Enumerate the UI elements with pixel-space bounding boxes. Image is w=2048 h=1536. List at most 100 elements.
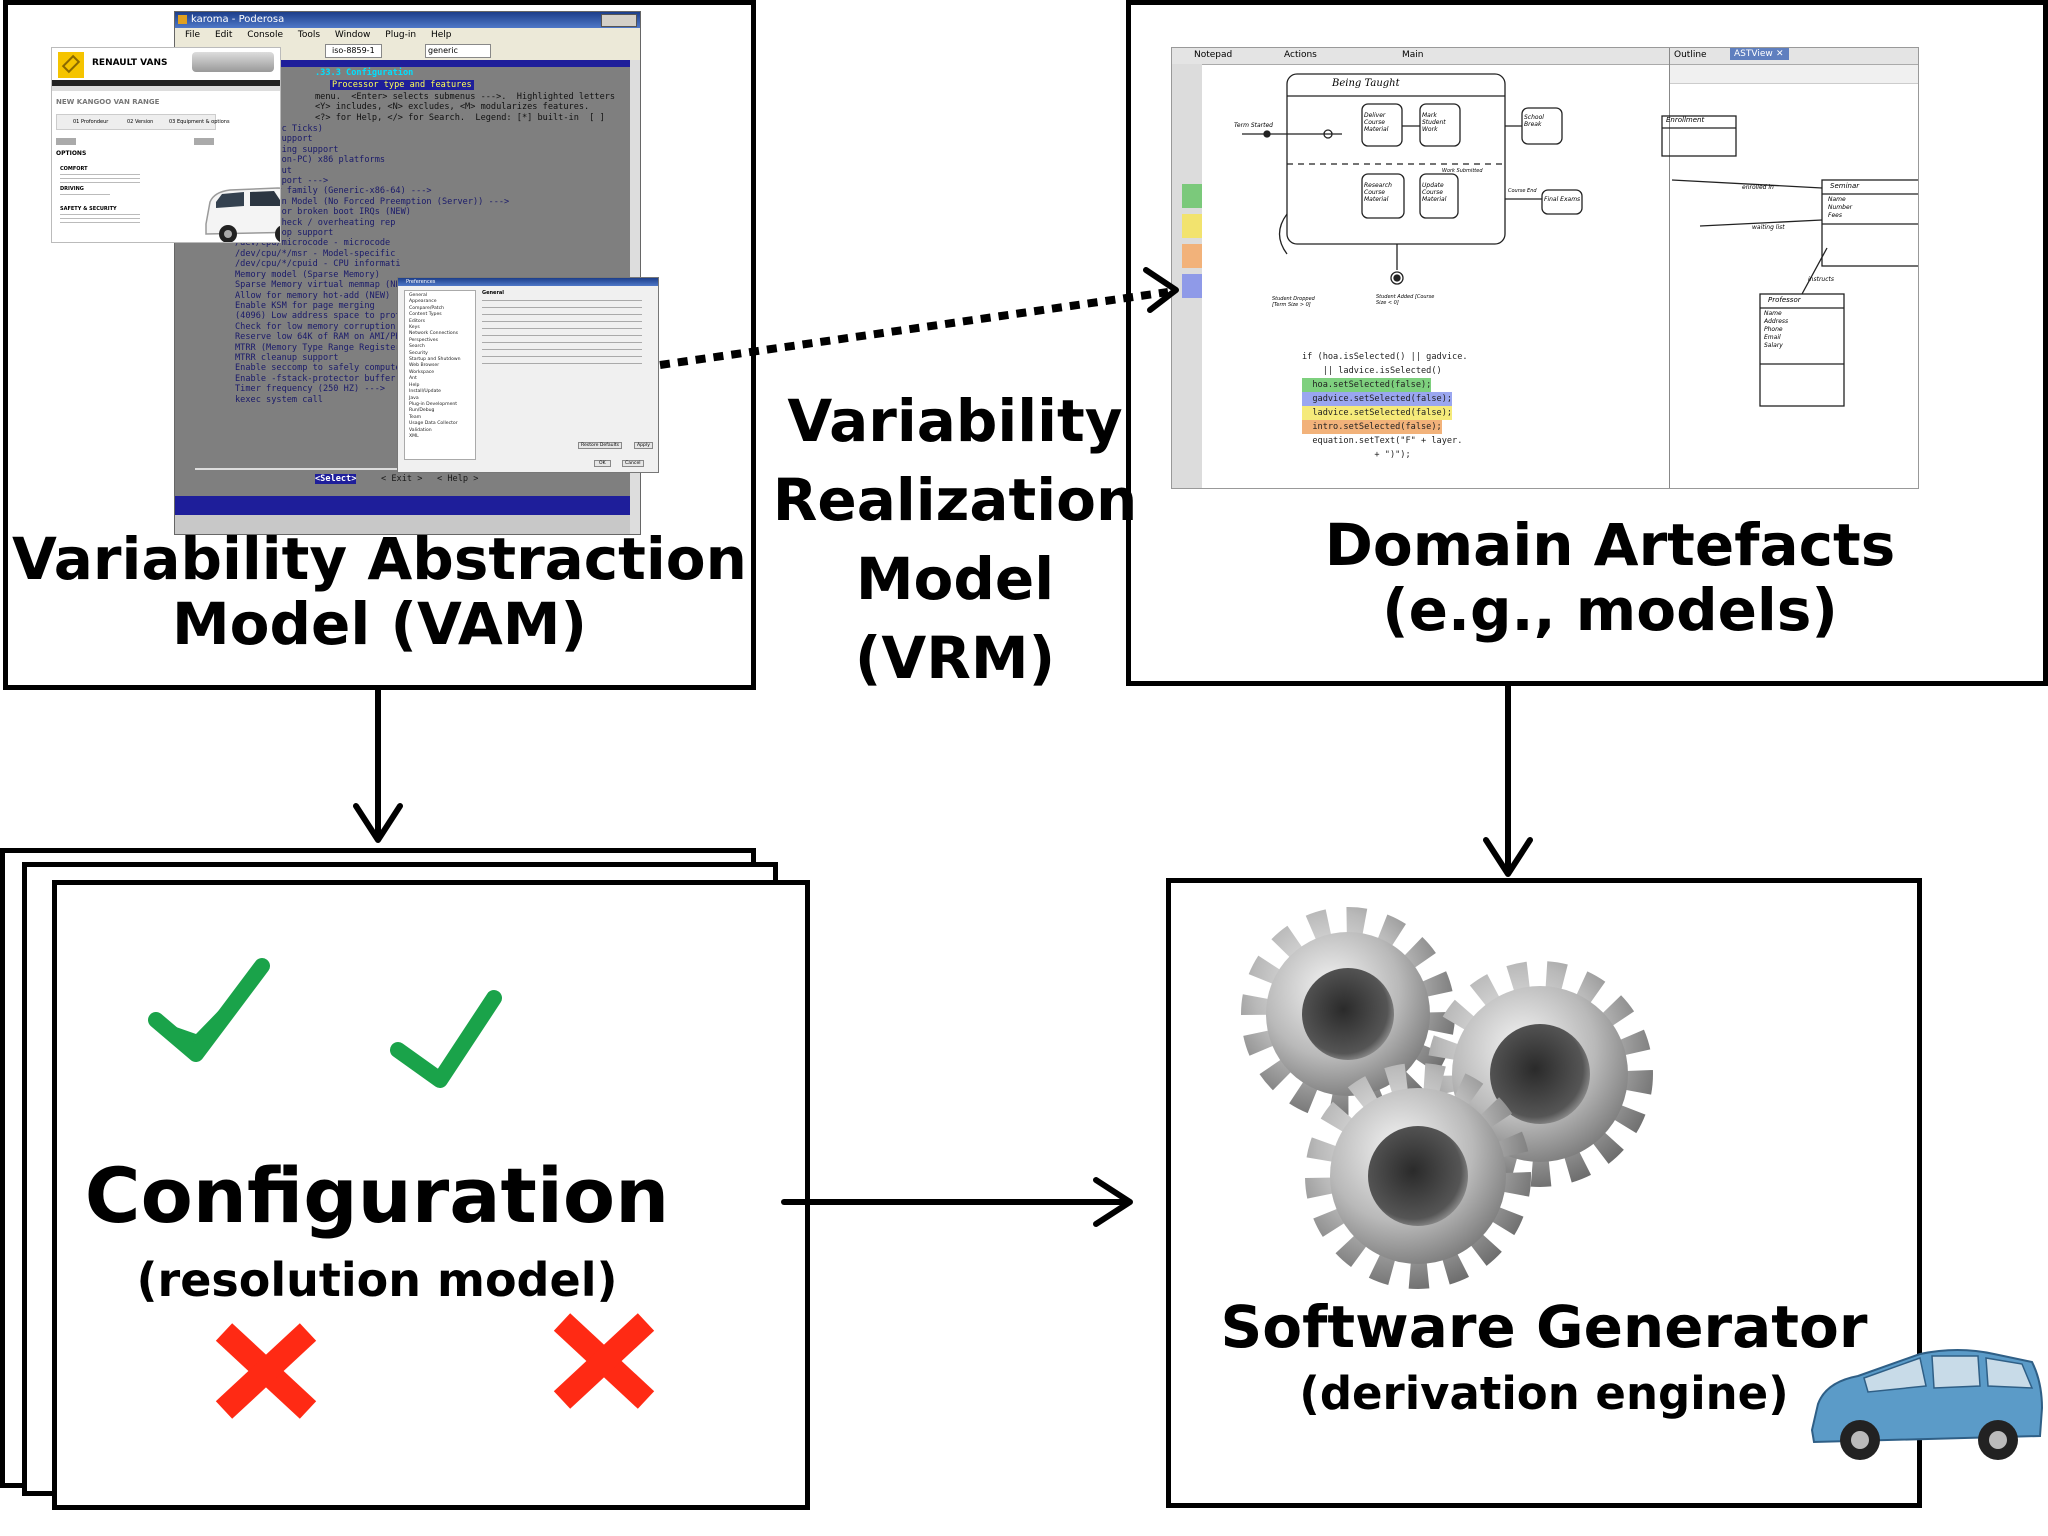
tab-outline[interactable]: Outline — [1674, 50, 1707, 60]
vrm-line2: Realization — [772, 465, 1138, 534]
menu-help[interactable]: Help — [430, 30, 452, 40]
tab-actions[interactable]: Actions — [1284, 50, 1317, 60]
class-enrollment-name: Enrollment — [1666, 116, 1705, 124]
vrm-line4: (VRM) — [854, 623, 1056, 692]
transition-course-end: Course End — [1508, 188, 1537, 194]
terminal-app-icon — [178, 15, 187, 24]
tab-notepad[interactable]: Notepad — [1194, 50, 1233, 60]
step-2[interactable]: 02 Version — [127, 119, 154, 125]
professor-attr-name: Name — [1764, 310, 1782, 317]
code-line-4: gadvice.setSelected(false); — [1302, 392, 1453, 406]
kernel-option: Check for low memory corruption — [235, 321, 396, 332]
ok-button[interactable]: OK — [594, 460, 611, 467]
prefs-tree-item: Compare/Patch — [409, 305, 445, 311]
professor-attr-email: Email — [1764, 334, 1781, 341]
prefs-tree-item: Ant — [409, 376, 417, 382]
menu-tools[interactable]: Tools — [297, 30, 321, 40]
class-professor-name: Professor — [1768, 296, 1801, 304]
prefs-tree-item: Network Connections — [409, 331, 459, 337]
state-update: Update Course Material — [1422, 182, 1447, 203]
seminar-attr-number: Number — [1828, 204, 1853, 211]
kernel-option: Sparse Memory virtual memmap (NE — [235, 280, 401, 291]
vam-title: Variability Abstraction Model (VAM) — [8, 527, 751, 657]
transition-term-started: Term Started — [1234, 122, 1273, 129]
prefs-tree-item: Keys — [409, 325, 420, 331]
domain-title: Domain Artefacts (e.g., models) — [1131, 513, 2043, 643]
prefs-tree-item: General — [409, 293, 428, 298]
restore-defaults-button[interactable]: Restore Defaults — [578, 442, 623, 449]
prefs-tree-item: Web Browser — [409, 363, 440, 369]
state-title: Being Taught — [1332, 78, 1400, 89]
help-line: <?> for Help, </> for Search. Legend: [*… — [315, 112, 605, 123]
kangoo-van-image — [205, 187, 280, 242]
transition-work-submitted: Work Submitted — [1442, 168, 1483, 174]
state-deliver: Deliver Course Material — [1364, 112, 1389, 133]
menu-bar: File Edit Console Tools Window Plug-in H… — [175, 28, 640, 42]
step-1[interactable]: 01 Profondeur — [73, 119, 109, 125]
kernel-option: Enable seccomp to safely compute — [235, 363, 401, 374]
editor-tabs: Notepad Actions Main — [1172, 48, 1669, 65]
domain-title-line1: Domain Artefacts — [1324, 511, 1896, 579]
select-button[interactable]: <Select> — [315, 474, 357, 485]
menu-plugin[interactable]: Plug-in — [385, 30, 417, 40]
step-3[interactable]: 03 Equipment & options — [169, 119, 230, 125]
prefs-tree-item: XML — [409, 433, 419, 439]
kernel-option: MTRR cleanup support — [235, 352, 339, 363]
exit-button[interactable]: < Exit > — [381, 474, 423, 484]
prefs-tree-item: Install/Update — [409, 389, 442, 395]
prefs-tree-item: Startup and Shutdown — [409, 357, 461, 363]
vam-title-line2: Model (VAM) — [171, 589, 588, 658]
professor-attr-salary: Salary — [1764, 342, 1783, 349]
kernel-option: /dev/cpu/*/msr - Model-specific — [235, 248, 396, 259]
vrm-label: Variability Realization Model (VRM) — [770, 382, 1140, 698]
state-machine-sketch — [1242, 73, 1583, 285]
class-seminar-attrs: Name Number Fees — [1828, 196, 1852, 220]
prefs-tree-item: Content Types — [409, 312, 442, 318]
menu-console[interactable]: Console — [247, 30, 283, 40]
menu-window[interactable]: Window — [334, 30, 371, 40]
cancel-button[interactable]: Cancel — [622, 460, 644, 467]
arrow-vam-to-config — [353, 687, 403, 843]
vam-title-line1: Variability Abstraction — [12, 525, 747, 593]
transition-student-dropped: Student Dropped [Term Size > 0] — [1272, 296, 1315, 308]
code-block: if (hoa.isSelected() || gadvice. || ladv… — [1302, 350, 1468, 462]
close-icon[interactable]: ✕ — [1776, 49, 1784, 59]
domain-title-line2: (e.g., models) — [1382, 575, 1838, 644]
state-research: Research Course Material — [1364, 182, 1392, 203]
vam-box: karoma - Poderosa File Edit Console Tool… — [3, 0, 756, 690]
config-banner: Processor type and features — [330, 80, 474, 91]
class-professor-attrs: Name Address Phone Email Salary — [1764, 310, 1788, 350]
professor-attr-address: Address — [1764, 318, 1789, 325]
generator-title: Software Generator — [1220, 1293, 1868, 1361]
mode-select[interactable]: generic — [425, 44, 491, 58]
vrm-line1: Variability — [787, 387, 1123, 455]
prefs-tree-item: Usage Data Collector — [409, 421, 458, 427]
prefs-tree-item: Help — [409, 382, 420, 388]
assoc-enrolled: enrolled in — [1742, 184, 1774, 191]
step-tabs: 01 Profondeur 02 Version 03 Equipment & … — [56, 114, 230, 130]
tab-astview[interactable]: ASTView — [1730, 48, 1789, 60]
prefs-tree-item: Team — [409, 414, 422, 420]
menu-edit[interactable]: Edit — [214, 30, 233, 40]
prefs-heading: General — [482, 290, 504, 296]
seminar-attr-name: Name — [1828, 196, 1846, 203]
prefs-tree-item: Search — [409, 344, 425, 350]
help-button[interactable]: < Help > — [437, 474, 479, 484]
kernel-option: /dev/cpu/microcode - microcode — [235, 238, 391, 249]
seminar-attr-fees: Fees — [1828, 212, 1842, 219]
config-title: .33.3 Configuration — [315, 68, 414, 78]
options-heading: OPTIONS — [56, 150, 87, 157]
state-final: Final Exams — [1544, 196, 1581, 203]
code-line-5: ladvice.setSelected(false); — [1302, 406, 1453, 420]
arrow-config-to-generator — [781, 1177, 1133, 1227]
encoding-select[interactable]: iso-8859-1 — [325, 44, 382, 58]
help-line: menu. <Enter> selects submenus --->. Hig… — [315, 92, 616, 102]
vam-screenshot: karoma - Poderosa File Edit Console Tool… — [51, 11, 663, 541]
menu-file[interactable]: File — [185, 30, 201, 40]
renault-page: RENAULT VANS NEW KANGOO VAN RANGE 01 Pro… — [51, 47, 281, 243]
apply-button[interactable]: Apply — [634, 442, 653, 449]
tab-main[interactable]: Main — [1402, 50, 1424, 60]
prefs-tree-item: Appearance — [409, 299, 437, 305]
